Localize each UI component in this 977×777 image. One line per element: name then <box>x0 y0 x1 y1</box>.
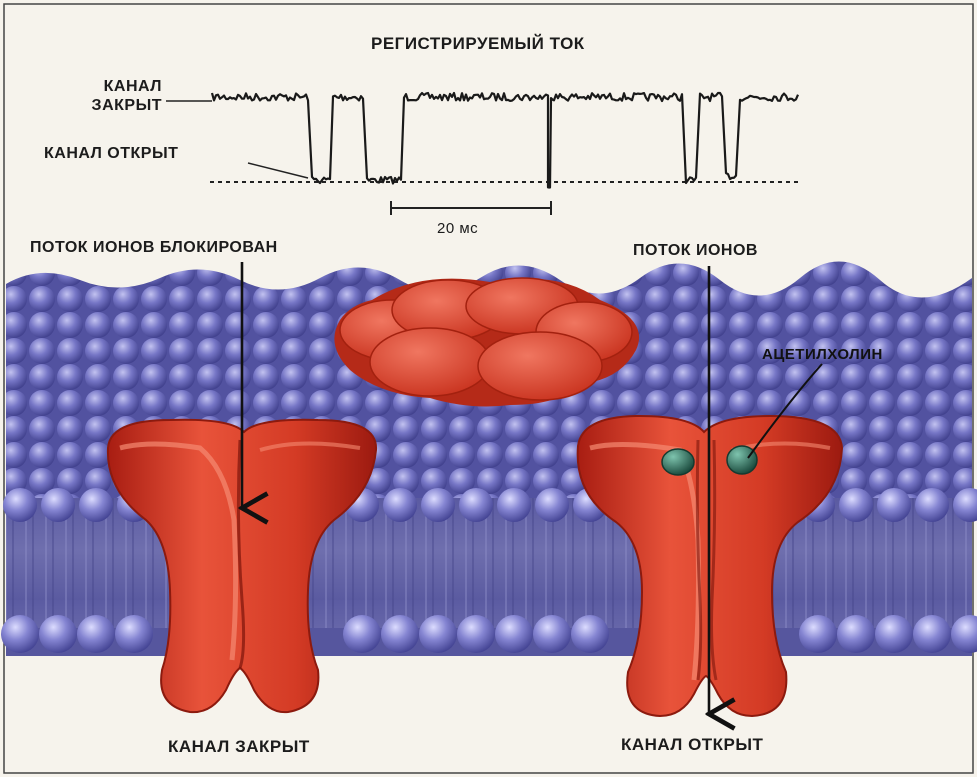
closed-channel-label: КАНАЛ ЗАКРЫТ <box>168 737 310 757</box>
open-leader-line <box>248 163 308 178</box>
scale-label: 20 мс <box>437 220 478 237</box>
lower-head-row <box>1 615 977 653</box>
open-state-label: КАНАЛ ОТКРЫТ <box>44 145 178 163</box>
acetylcholine-molecule-left <box>662 449 694 475</box>
lipid-head <box>839 488 873 522</box>
lipid-head <box>459 488 493 522</box>
lipid-head <box>875 615 913 653</box>
lipid-head <box>837 615 875 653</box>
lipid-head <box>457 615 495 653</box>
lipid-head <box>79 488 113 522</box>
open-channel-label: КАНАЛ ОТКРЫТ <box>621 735 763 755</box>
lipid-head <box>343 615 381 653</box>
ion-flow-label: ПОТОК ИОНОВ <box>633 242 758 260</box>
lipid-head <box>877 488 911 522</box>
lipid-head <box>1 615 39 653</box>
lipid-head <box>915 488 949 522</box>
lipid-head <box>383 488 417 522</box>
current-trace-line <box>212 93 798 188</box>
lipid-head <box>381 615 419 653</box>
lipid-head <box>497 488 531 522</box>
lipid-head <box>39 615 77 653</box>
lipid-head <box>913 615 951 653</box>
lipid-head <box>419 615 457 653</box>
lipid-head <box>115 615 153 653</box>
lipid-head <box>495 615 533 653</box>
trace-title: РЕГИСТРИРУЕМЫЙ ТОК <box>371 34 585 54</box>
lipid-head <box>799 615 837 653</box>
blocked-flow-label: ПОТОК ИОНОВ БЛОКИРОВАН <box>30 239 278 257</box>
lipid-head <box>421 488 455 522</box>
lipid-head <box>41 488 75 522</box>
lipid-head <box>571 615 609 653</box>
lipid-head <box>77 615 115 653</box>
lipid-head <box>533 615 571 653</box>
closed-state-label-line1: КАНАЛ <box>54 78 162 96</box>
acetylcholine-label: АЦЕТИЛХОЛИН <box>762 346 883 363</box>
current-trace <box>166 93 800 215</box>
closed-state-label-line2: ЗАКРЫТ <box>54 97 162 115</box>
lipid-head <box>3 488 37 522</box>
lipid-head <box>535 488 569 522</box>
